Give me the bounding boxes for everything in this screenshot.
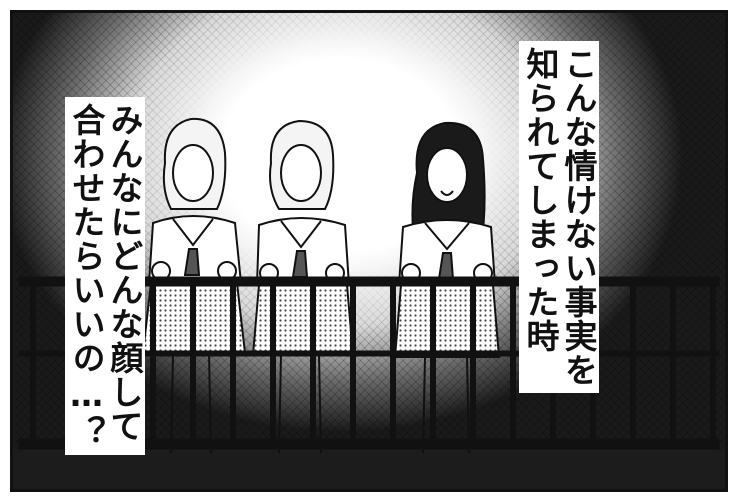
railing-top-bar bbox=[18, 276, 720, 287]
girl-right bbox=[393, 121, 501, 454]
railing-bottom-bar bbox=[18, 438, 720, 450]
speech-text-right: こんな情けない事実を 知られてしまった時 bbox=[519, 41, 599, 393]
dialogue-line: こんな情けない事実を bbox=[559, 47, 598, 387]
floor bbox=[13, 449, 725, 489]
dialogue-line: 合わせたらいいの…？ bbox=[67, 103, 106, 449]
railing-mid-bar bbox=[18, 350, 720, 357]
dialogue-line: みんなにどんな顔して bbox=[105, 103, 144, 443]
girl-middle bbox=[251, 119, 355, 454]
dialogue-line: 知られてしまった時 bbox=[521, 47, 560, 353]
manga-panel: こんな情けない事実を 知られてしまった時 みんなにどんな顔して 合わせたらいいの… bbox=[10, 10, 728, 492]
speech-text-left: みんなにどんな顔して 合わせたらいいの…？ bbox=[65, 97, 145, 455]
